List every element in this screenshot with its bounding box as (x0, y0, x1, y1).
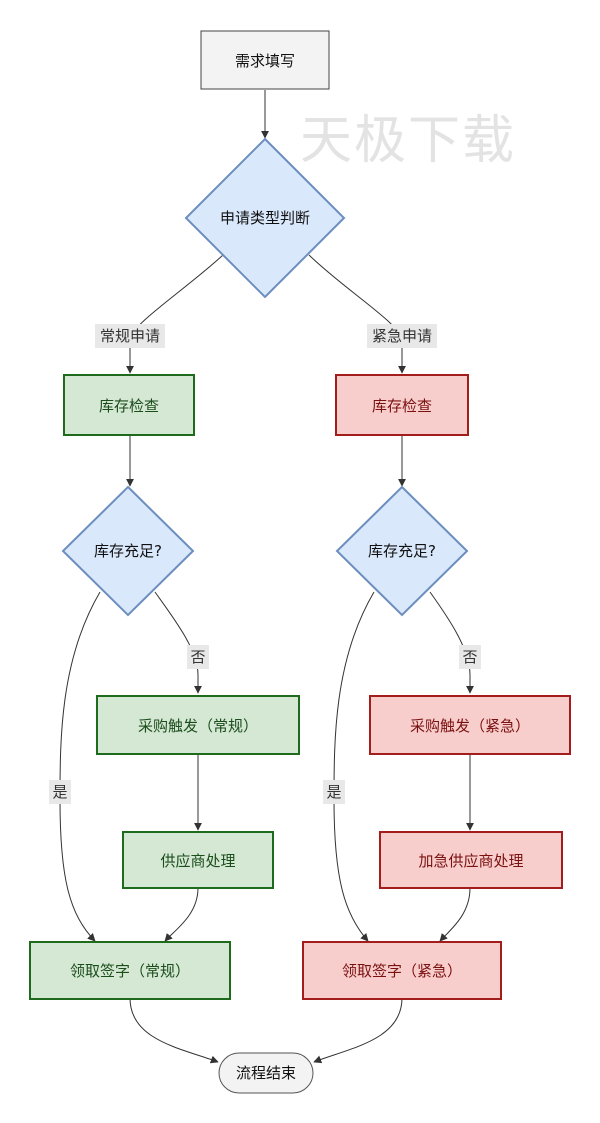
node-regular-supplier: 供应商处理 (122, 831, 274, 889)
node-regular-supplier-label: 供应商处理 (160, 852, 235, 870)
edge-label-regular: 常规申请 (100, 327, 160, 345)
node-type-decision: 申请类型判断 (184, 137, 346, 299)
watermark: 天极下载 (300, 111, 517, 171)
node-regular-check: 库存检查 (63, 374, 195, 436)
node-urgent-purchase-label: 采购触发（紧急） (410, 717, 530, 735)
edge-label-regular-no: 否 (190, 648, 205, 666)
edge-regular-no (154, 591, 202, 694)
node-urgent-stock-decision: 库存充足? (335, 485, 469, 617)
edge-type-to-urgent (308, 254, 406, 374)
label-bg-regular-no (187, 645, 209, 669)
node-urgent-purchase: 采购触发（紧急） (369, 695, 571, 755)
edge-urgent-no (429, 591, 474, 694)
edge-label-regular-yes: 是 (52, 783, 67, 801)
edge-urgent-yes (333, 591, 375, 942)
edge-labels: 常规申请 紧急申请 否 否 是 是 (49, 324, 481, 804)
node-urgent-sign: 领取签字（紧急） (302, 941, 502, 1000)
node-urgent-stock-decision-label: 库存充足? (368, 542, 436, 560)
node-regular-purchase: 采购触发（常规） (96, 695, 300, 755)
node-urgent-check: 库存检查 (335, 374, 469, 436)
node-regular-sign-label: 领取签字（常规） (70, 962, 190, 980)
label-bg-urgent (367, 324, 437, 348)
node-regular-stock-decision: 库存充足? (61, 485, 195, 617)
label-bg-regular-yes (49, 780, 71, 804)
node-end: 流程结束 (218, 1052, 314, 1094)
edges (59, 90, 474, 1064)
edge-type-to-regular (126, 254, 224, 374)
edge-label-urgent: 紧急申请 (372, 327, 432, 345)
node-urgent-supplier-label: 加急供应商处理 (418, 852, 523, 870)
node-start-label: 需求填写 (235, 52, 295, 70)
edge-urgent-sign-to-end (313, 997, 403, 1064)
node-end-label: 流程结束 (236, 1064, 296, 1082)
edge-regular-supplier-to-sign (164, 887, 199, 942)
node-urgent-sign-label: 领取签字（紧急） (342, 962, 462, 980)
node-regular-sign: 领取签字（常规） (29, 941, 231, 1000)
edge-regular-yes (59, 591, 101, 942)
node-regular-check-label: 库存检查 (99, 397, 159, 415)
node-regular-stock-decision-label: 库存充足? (94, 542, 162, 560)
label-bg-regular (95, 324, 165, 348)
node-type-decision-label: 申请类型判断 (220, 209, 310, 227)
edge-regular-sign-to-end (129, 997, 219, 1064)
edge-label-urgent-no: 否 (462, 648, 477, 666)
node-start: 需求填写 (200, 30, 330, 90)
label-bg-urgent-no (459, 645, 481, 669)
node-urgent-supplier: 加急供应商处理 (379, 831, 563, 889)
label-bg-urgent-yes (323, 780, 345, 804)
edge-urgent-supplier-to-sign (439, 887, 471, 942)
node-regular-purchase-label: 采购触发（常规） (138, 717, 258, 735)
edge-label-urgent-yes: 是 (326, 783, 341, 801)
node-urgent-check-label: 库存检查 (372, 397, 432, 415)
